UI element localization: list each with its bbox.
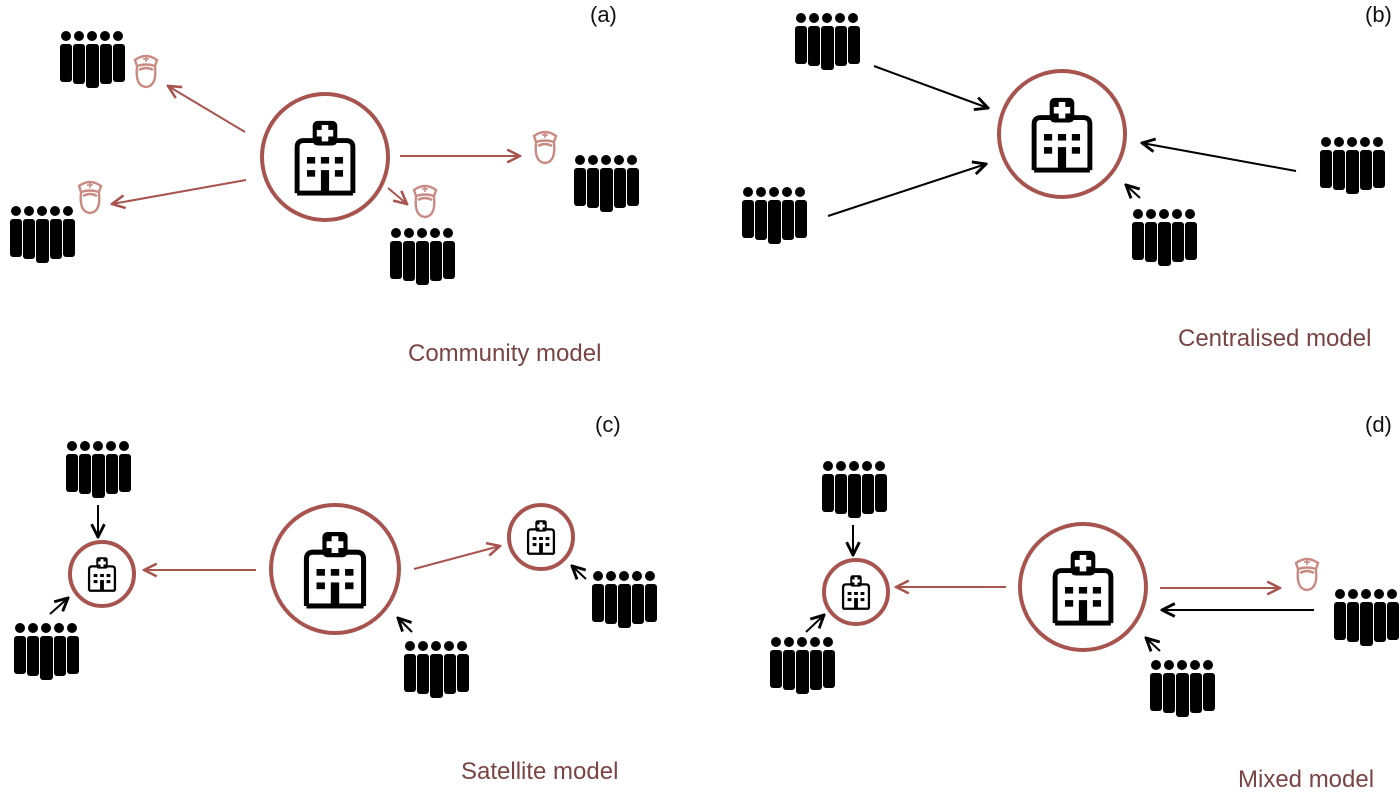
satellite-circle <box>822 558 890 626</box>
crowd-icon <box>574 155 639 212</box>
satellite-circle <box>68 540 136 608</box>
hub-circle <box>1018 522 1148 652</box>
crowd-icon <box>66 441 131 498</box>
panel-label-a: (a) <box>590 2 617 27</box>
panel-label-c: (c) <box>595 412 621 437</box>
arrow <box>112 179 247 204</box>
nurse-icon <box>133 54 159 89</box>
arrow <box>49 598 68 615</box>
arrow <box>168 86 246 133</box>
hospital-icon <box>306 532 363 608</box>
hospital-icon <box>526 519 556 556</box>
arrow <box>827 164 986 217</box>
satellite-circle <box>507 503 575 571</box>
panel-c-satellite <box>14 441 657 698</box>
panel-b-centralised <box>742 13 1385 266</box>
crowd-icon <box>822 461 887 518</box>
crowd-icon <box>10 206 75 263</box>
arrow <box>1126 185 1141 198</box>
arrow <box>1146 638 1161 651</box>
crowd-icon <box>795 13 860 70</box>
panel-label-d: (d) <box>1365 412 1392 437</box>
hospital-icon <box>841 574 871 611</box>
panel-a-community <box>10 31 639 285</box>
model-title-satellite: Satellite model <box>461 758 619 785</box>
hospital-icon <box>1055 551 1111 626</box>
arrow <box>398 618 413 633</box>
nurse-icon <box>532 130 558 165</box>
hub-circle <box>260 92 390 222</box>
crowd-icon <box>60 31 125 88</box>
arrow <box>572 566 587 579</box>
hub-circle <box>269 503 401 635</box>
arrow <box>805 615 824 633</box>
model-title-centralised: Centralised model <box>1178 325 1372 352</box>
nurse-icon <box>1294 557 1320 592</box>
crowd-icon <box>14 623 79 680</box>
hospital-icon <box>87 556 117 593</box>
crowd-icon <box>1150 660 1215 717</box>
crowd-icon <box>770 637 835 694</box>
arrow <box>873 65 988 108</box>
crowd-icon <box>592 571 657 628</box>
hospital-icon <box>1034 98 1090 173</box>
model-title-community: Community model <box>408 340 602 367</box>
hospital-icon <box>297 121 353 196</box>
crowd-icon <box>1334 589 1399 646</box>
arrow <box>387 187 407 204</box>
nurse-icon <box>412 184 438 219</box>
crowd-icon <box>404 641 469 698</box>
panel-d-mixed <box>770 461 1399 717</box>
crowd-icon <box>1132 209 1197 266</box>
nurse-icon <box>77 180 103 215</box>
crowd-icon <box>390 228 455 285</box>
crowd-icon <box>1320 137 1385 194</box>
panel-label-b: (b) <box>1365 2 1392 27</box>
arrow <box>1142 143 1297 172</box>
arrow <box>413 546 500 570</box>
model-title-mixed: Mixed model <box>1238 766 1375 793</box>
hub-circle <box>997 69 1127 199</box>
crowd-icon <box>742 187 807 244</box>
